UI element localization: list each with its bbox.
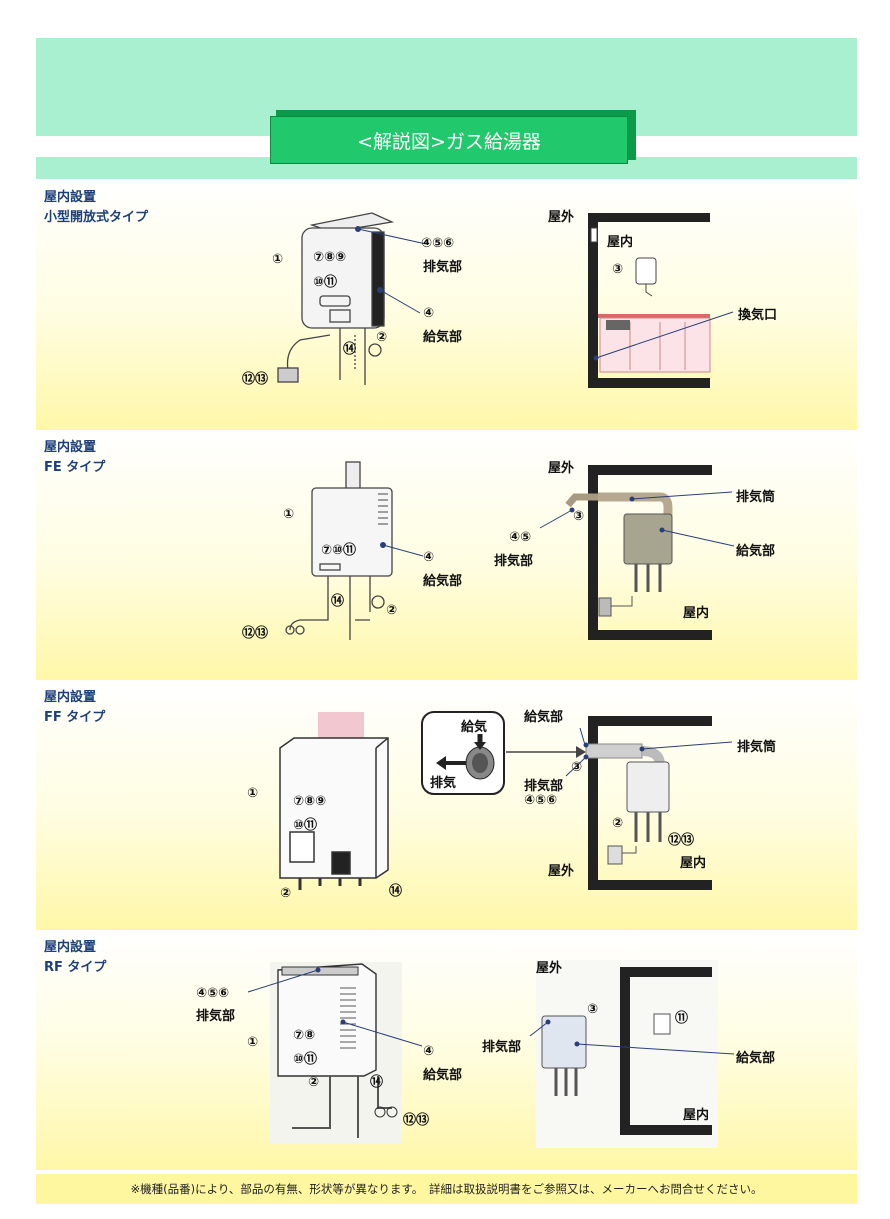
ff-type-inset-exhaust-label: 排気 <box>430 776 457 791</box>
rf-type-part-4: ④ <box>423 1044 435 1059</box>
ff-type-inset-intake-label: 給気 <box>461 720 488 735</box>
fe-type-leaders <box>380 542 424 557</box>
section-bg-rf-type <box>36 930 857 1170</box>
ff-type-part-2-right: ② <box>612 816 624 831</box>
open-type-vent-label: 換気口 <box>738 308 778 323</box>
open-type-part-4: ④ <box>423 306 435 321</box>
fe-type-intake-label: 給気部 <box>423 574 463 589</box>
ff-type-room-diagram <box>565 716 733 890</box>
rf-type-part-1: ① <box>247 1035 259 1050</box>
open-type-room-diagram <box>588 213 734 388</box>
rf-type-part-14: ⑭ <box>370 1075 384 1090</box>
rf-type-room-diagram <box>529 960 735 1148</box>
fe-type-part-14: ⑭ <box>331 594 345 609</box>
footer-note: ※機種(品番)により、部品の有無、形状等が異なります。 詳細は取扱説明書をご参照… <box>36 1174 857 1204</box>
rf-type-part-1011: ⑩⑪ <box>293 1052 318 1067</box>
page-title: <解説図>ガス給湯器 <box>270 116 628 164</box>
ff-type-part-3: ③ <box>571 760 583 775</box>
ff-type-intake-label: 給気部 <box>524 710 564 725</box>
section-label-open-type: 屋内設置 小型開放式タイプ <box>44 190 149 225</box>
ff-type-part-789: ⑦⑧⑨ <box>293 794 327 809</box>
ff-type-exhaust-label: 排気部 <box>524 779 564 794</box>
ff-type-flue-label: 排気筒 <box>737 740 777 755</box>
rf-type-exhaust-label-right: 排気部 <box>482 1040 522 1055</box>
open-type-part-1011: ⑩⑪ <box>313 275 338 290</box>
rf-type-part-2: ② <box>308 1075 320 1090</box>
rf-type-intake-label: 給気部 <box>423 1068 463 1083</box>
ff-type-part-1011: ⑩⑪ <box>293 818 318 833</box>
fe-type-part-1213: ⑫⑬ <box>242 626 269 641</box>
open-type-part-2: ② <box>376 330 388 345</box>
fe-type-part-45: ④⑤ <box>509 530 532 545</box>
ff-type-heater-illustration <box>279 712 389 890</box>
fe-type-flue-label: 排気筒 <box>736 490 776 505</box>
fe-type-room-diagram <box>539 465 735 640</box>
section-label-fe-type: 屋内設置 FE タイプ <box>44 440 106 475</box>
section-label-ff-type: 屋内設置 FF タイプ <box>44 690 106 725</box>
open-type-outdoor-label: 屋外 <box>548 210 575 225</box>
open-type-part-14: ⑭ <box>343 342 357 357</box>
rf-type-part-11: ⑪ <box>675 1011 689 1026</box>
open-type-exhaust-label: 排気部 <box>423 260 463 275</box>
ff-type-part-456: ④⑤⑥ <box>524 793 558 808</box>
rf-type-part-3: ③ <box>587 1002 599 1017</box>
open-type-part-1: ① <box>272 252 284 267</box>
ff-type-part-1: ① <box>247 786 259 801</box>
open-type-leaders <box>355 226 427 314</box>
fe-type-part-1: ① <box>283 507 295 522</box>
rf-type-outdoor-label: 屋外 <box>536 961 563 976</box>
open-type-part-789: ⑦⑧⑨ <box>313 250 347 265</box>
open-type-part-3: ③ <box>612 262 624 277</box>
fe-type-heater-illustration <box>285 461 393 640</box>
rf-type-part-1213: ⑫⑬ <box>403 1113 430 1128</box>
ff-type-indoor-label: 屋内 <box>680 856 707 871</box>
ff-type-outdoor-label: 屋外 <box>548 864 575 879</box>
open-type-part-456: ④⑤⑥ <box>421 236 455 251</box>
open-type-indoor-label: 屋内 <box>607 235 634 250</box>
open-type-intake-label: 給気部 <box>423 330 463 345</box>
header-strip <box>36 157 857 179</box>
fe-type-part-2: ② <box>386 603 398 618</box>
rf-type-part-456: ④⑤⑥ <box>196 986 230 1001</box>
rf-type-exhaust-label: 排気部 <box>196 1009 236 1024</box>
ff-type-part-14: ⑭ <box>389 884 403 899</box>
fe-type-indoor-label: 屋内 <box>683 606 710 621</box>
fe-type-exhaust-label: 排気部 <box>494 554 534 569</box>
section-label-rf-type: 屋内設置 RF タイプ <box>44 940 107 975</box>
fe-type-intake-label-right: 給気部 <box>736 544 776 559</box>
open-type-part-1213: ⑫⑬ <box>242 372 269 387</box>
rf-type-heater-illustration <box>247 962 423 1144</box>
section-bg-open-type <box>36 180 857 430</box>
rf-type-part-78: ⑦⑧ <box>293 1028 316 1043</box>
rf-type-intake-label-right: 給気部 <box>736 1051 776 1066</box>
fe-type-part-4: ④ <box>423 550 435 565</box>
section-bg-fe-type <box>36 430 857 680</box>
fe-type-part-71011: ⑦⑩⑪ <box>321 543 357 558</box>
fe-type-outdoor-label: 屋外 <box>548 461 575 476</box>
fe-type-part-3: ③ <box>573 509 585 524</box>
ff-type-part-1213: ⑫⑬ <box>668 833 695 848</box>
open-type-heater-illustration <box>277 212 395 385</box>
ff-type-inset-illustration <box>421 711 586 795</box>
ff-type-part-2: ② <box>280 886 292 901</box>
rf-type-indoor-label: 屋内 <box>683 1108 710 1123</box>
